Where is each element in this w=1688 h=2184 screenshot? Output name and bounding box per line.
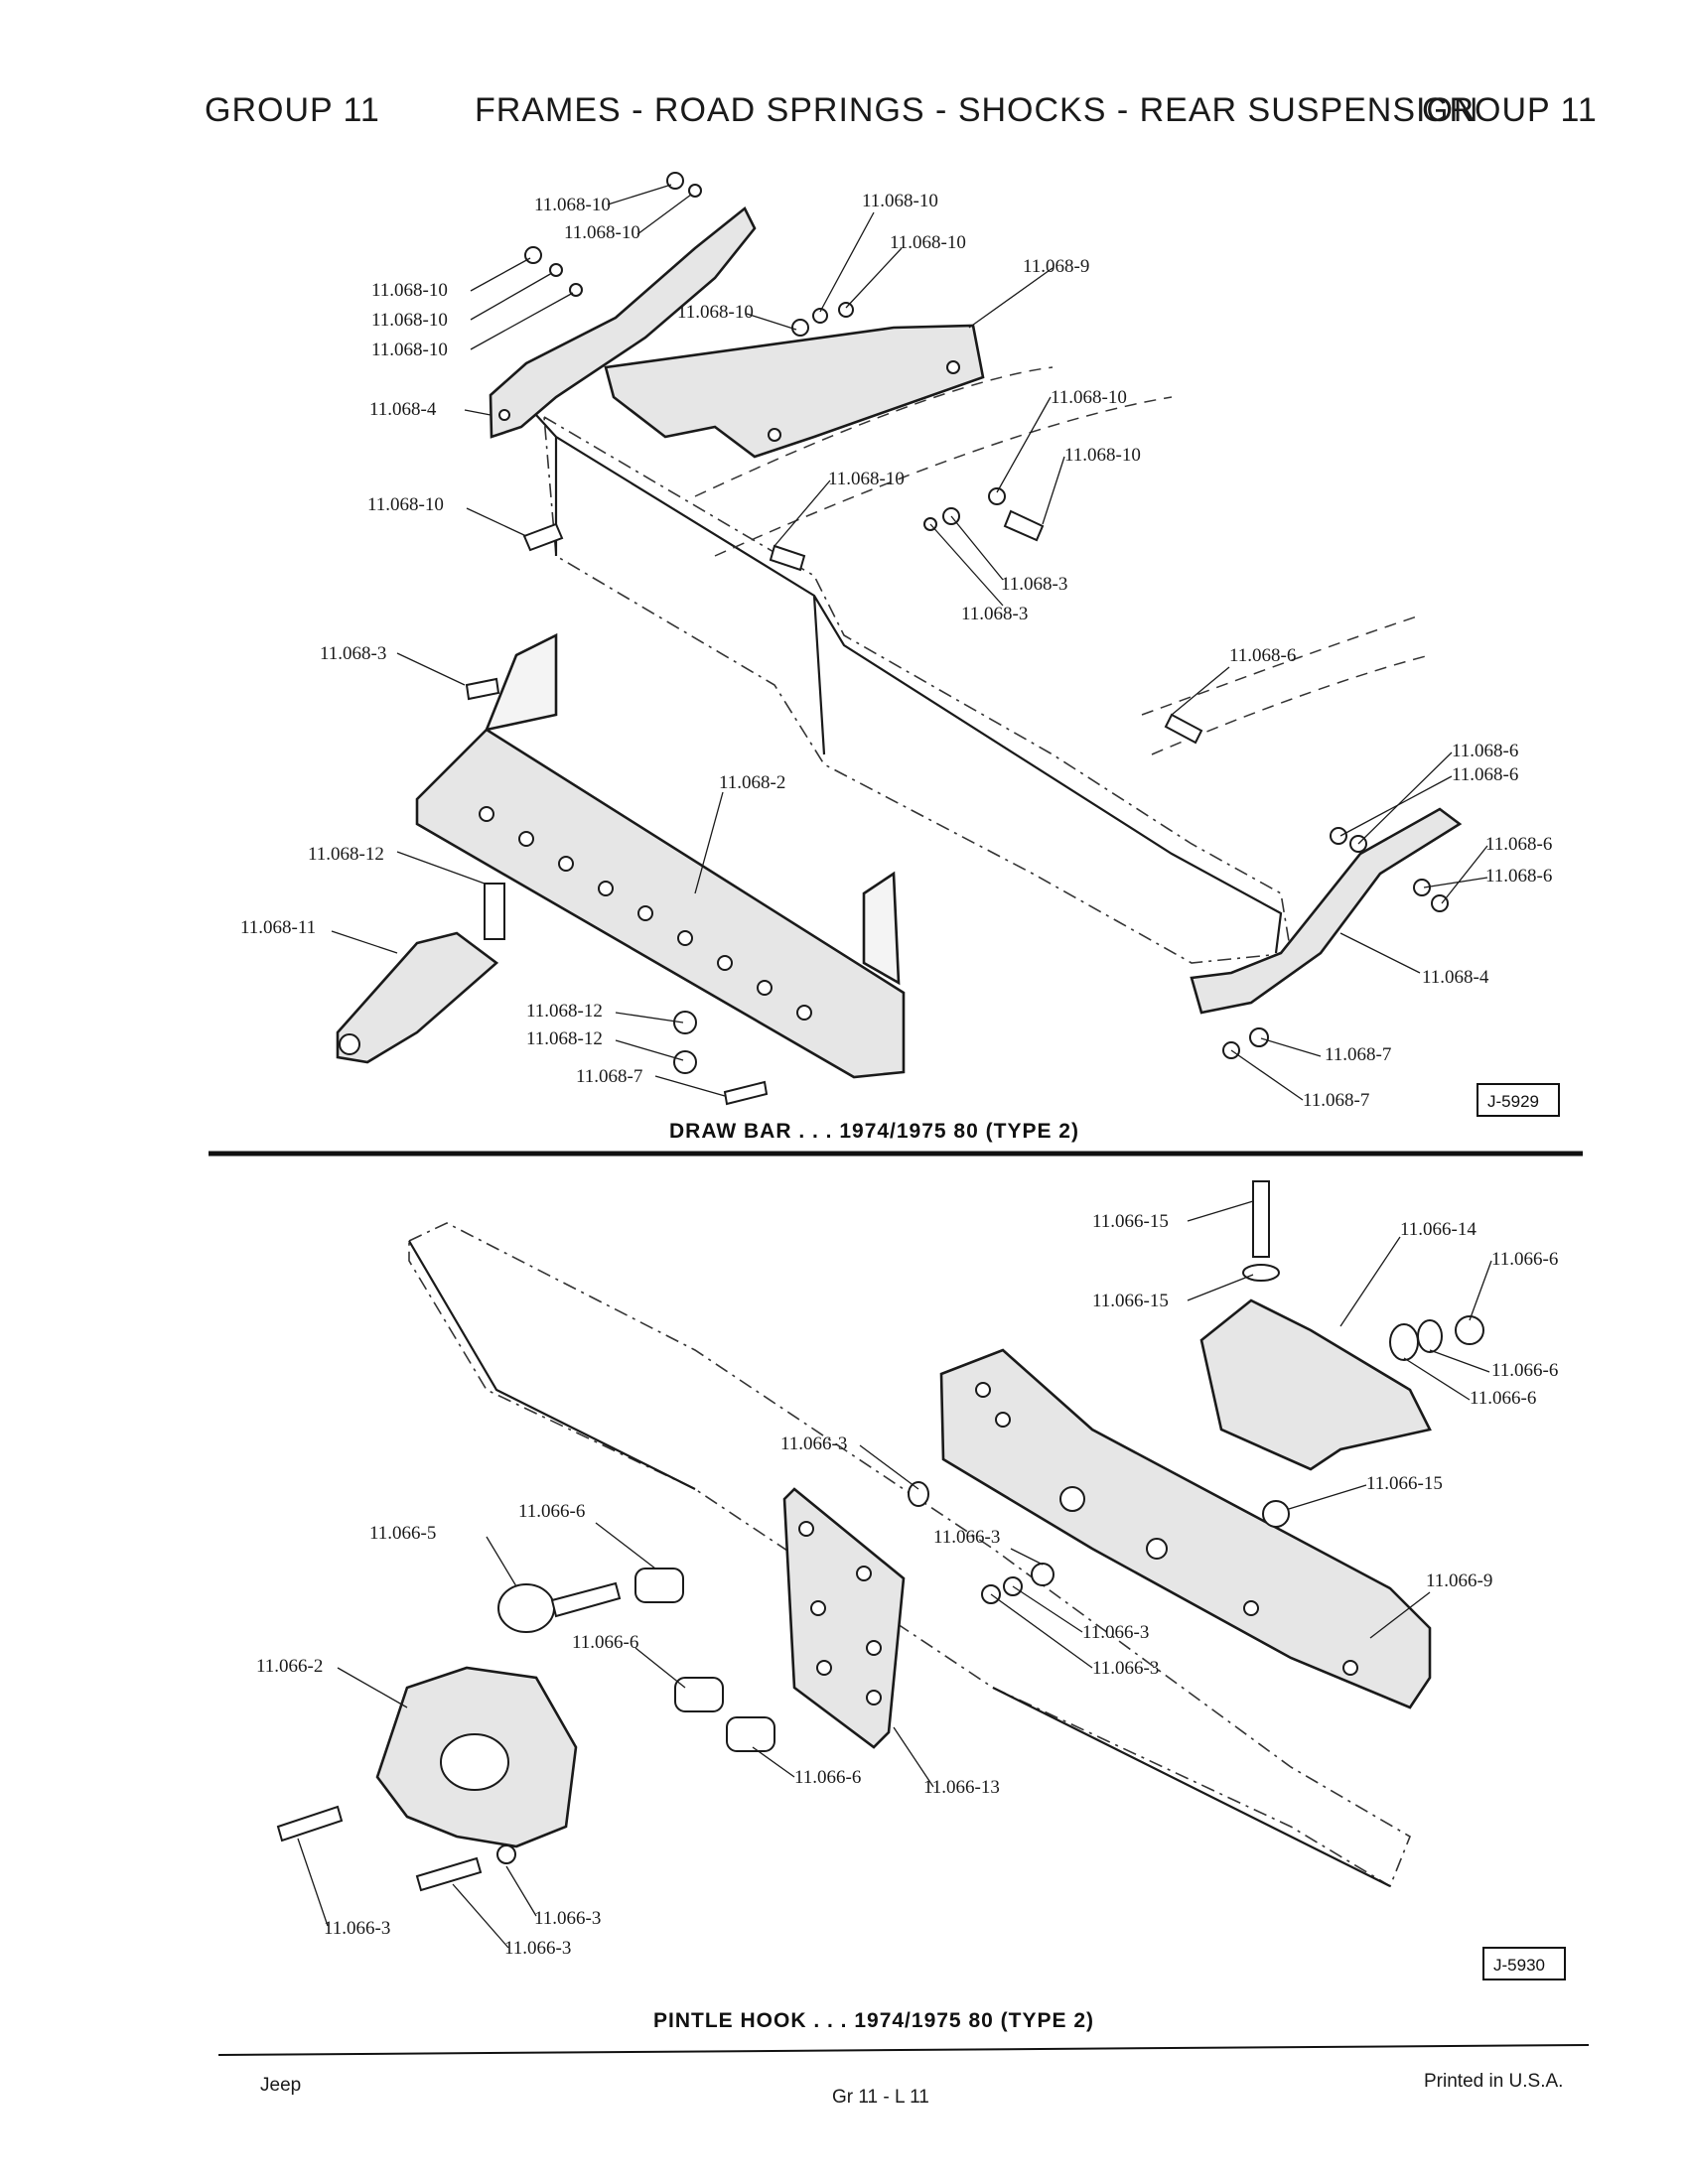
callout-11-068-2: 11.068-2 (719, 772, 785, 793)
mounting-plate (782, 1487, 906, 1749)
callout-11-068-7: 11.068-7 (1303, 1090, 1369, 1111)
draw-bar-caption: DRAW BAR . . . 1974/1975 80 (TYPE 2) (669, 1120, 1079, 1143)
draw-bar-flange (862, 871, 901, 986)
pintle-hook-jaw (440, 1733, 509, 1791)
callout-11-066-15: 11.066-15 (1092, 1291, 1169, 1311)
footer-page-number: Gr 11 - L 11 (832, 2087, 929, 2108)
callout-11-066-5: 11.066-5 (369, 1523, 436, 1544)
draw-bar-leader-lines (331, 184, 1488, 1101)
pintle-leader-lines (297, 1200, 1492, 1949)
header-group-left: GROUP 11 (205, 91, 380, 129)
callout-11-068-7: 11.068-7 (576, 1066, 642, 1087)
callout-11-068-4: 11.068-4 (1422, 967, 1489, 988)
right-brace-bracket (1190, 807, 1463, 1015)
lunette-shank (550, 1581, 622, 1618)
footer-rule (217, 2044, 1590, 2056)
callout-11-068-12: 11.068-12 (526, 1001, 603, 1022)
pintle-hook-caption: PINTLE HOOK . . . 1974/1975 80 (TYPE 2) (653, 2009, 1094, 2032)
callout-11-068-6: 11.068-6 (1229, 645, 1296, 666)
callout-11-066-6: 11.066-6 (794, 1767, 861, 1788)
upper-mount-bracket (1199, 1298, 1432, 1471)
lunette-eye-bolt (497, 1583, 555, 1633)
draw-bar-figure: 11.068-10 11.068-10 11.068-10 11.068-10 … (240, 172, 1560, 1143)
plate-holes (798, 1521, 882, 1706)
draw-bar-callouts: 11.068-10 11.068-10 11.068-10 11.068-10 … (240, 191, 1552, 1111)
plate-hole (768, 428, 781, 442)
figure-id-box (1482, 1947, 1566, 1980)
callout-11-066-6: 11.066-6 (1470, 1388, 1536, 1409)
callout-11-068-3: 11.068-3 (320, 643, 386, 664)
left-brace-bracket (489, 205, 757, 439)
callout-11-068-6: 11.068-6 (1452, 741, 1518, 761)
callout-11-068-3: 11.068-3 (1001, 574, 1067, 595)
hitch-eye (339, 1033, 360, 1055)
frame-crossmember (408, 1240, 1391, 1887)
callout-11-068-10: 11.068-10 (1051, 387, 1127, 408)
callout-11-068-10: 11.068-10 (564, 222, 640, 243)
body-outline (694, 366, 1431, 755)
callout-11-068-10: 11.068-10 (371, 280, 448, 301)
callout-11-068-10: 11.068-10 (677, 302, 754, 323)
footer-printed-note: Printed in U.S.A. (1424, 2071, 1564, 2092)
figure-id-box (1477, 1083, 1560, 1117)
callout-11-068-10: 11.068-10 (862, 191, 938, 211)
callout-11-066-3: 11.066-3 (324, 1918, 390, 1939)
pintle-hardware (276, 1180, 1484, 1892)
callout-11-066-13: 11.066-13 (923, 1777, 1000, 1798)
callout-11-066-15: 11.066-15 (1366, 1473, 1443, 1494)
callout-11-066-3: 11.066-3 (1082, 1622, 1149, 1643)
draw-bar-holes (479, 806, 812, 1021)
callout-11-066-6: 11.066-6 (518, 1501, 585, 1522)
callout-11-068-4: 11.068-4 (369, 399, 437, 420)
callout-11-068-7: 11.068-7 (1325, 1044, 1391, 1065)
callout-11-068-10: 11.068-10 (890, 232, 966, 253)
callout-11-066-15: 11.066-15 (1092, 1211, 1169, 1232)
callout-11-068-12: 11.068-12 (308, 844, 384, 865)
plate-hole (946, 360, 960, 374)
pintle-callouts: 11.066-15 11.066-14 11.066-6 11.066-15 1… (256, 1211, 1558, 1959)
callout-11-066-3: 11.066-3 (504, 1938, 571, 1959)
figure-id-j5929: J-5929 (1487, 1092, 1539, 1111)
figure-id-j5930: J-5930 (1493, 1956, 1545, 1975)
header-section-title: FRAMES - ROAD SPRINGS - SHOCKS - REAR SU… (475, 91, 1479, 129)
callout-11-066-14: 11.066-14 (1400, 1219, 1477, 1240)
callout-11-068-6: 11.068-6 (1485, 866, 1552, 887)
callout-11-068-10: 11.068-10 (371, 340, 448, 360)
callout-11-066-3: 11.066-3 (933, 1527, 1000, 1548)
callout-11-068-3: 11.068-3 (961, 604, 1028, 624)
callout-11-066-3: 11.066-3 (534, 1908, 601, 1929)
callout-11-068-10: 11.068-10 (534, 195, 611, 215)
callout-11-068-12: 11.068-12 (526, 1028, 603, 1049)
callout-11-066-6: 11.066-6 (1491, 1249, 1558, 1270)
hitch-ball-mount (336, 931, 499, 1064)
callout-11-068-10: 11.068-10 (367, 494, 444, 515)
pintle-hook-figure: 11.066-15 11.066-14 11.066-6 11.066-15 1… (256, 1180, 1566, 2032)
frame-rail-outline (543, 415, 1292, 964)
crossmember-holes (975, 1382, 1358, 1676)
callout-11-068-6: 11.068-6 (1452, 764, 1518, 785)
callout-11-066-6: 11.066-6 (572, 1632, 638, 1653)
callout-11-068-9: 11.068-9 (1023, 256, 1089, 277)
callout-11-066-9: 11.066-9 (1426, 1570, 1492, 1591)
footer-brand: Jeep (260, 2075, 302, 2096)
callout-11-066-3: 11.066-3 (1092, 1658, 1159, 1679)
callout-11-068-10: 11.068-10 (1064, 445, 1141, 466)
crossmember-channel (939, 1348, 1432, 1709)
callout-11-066-6: 11.066-6 (1491, 1360, 1558, 1381)
callout-11-068-6: 11.068-6 (1485, 834, 1552, 855)
bracket-hole (498, 409, 510, 421)
draw-bar-flange (484, 632, 558, 732)
callout-11-068-11: 11.068-11 (240, 917, 316, 938)
callout-11-066-2: 11.066-2 (256, 1656, 323, 1677)
support-plate (604, 324, 985, 459)
header-group-right: GROUP 11 (1422, 91, 1598, 129)
callout-11-066-3: 11.066-3 (780, 1433, 847, 1454)
callout-11-068-10: 11.068-10 (828, 469, 905, 489)
callout-11-068-10: 11.068-10 (371, 310, 448, 331)
